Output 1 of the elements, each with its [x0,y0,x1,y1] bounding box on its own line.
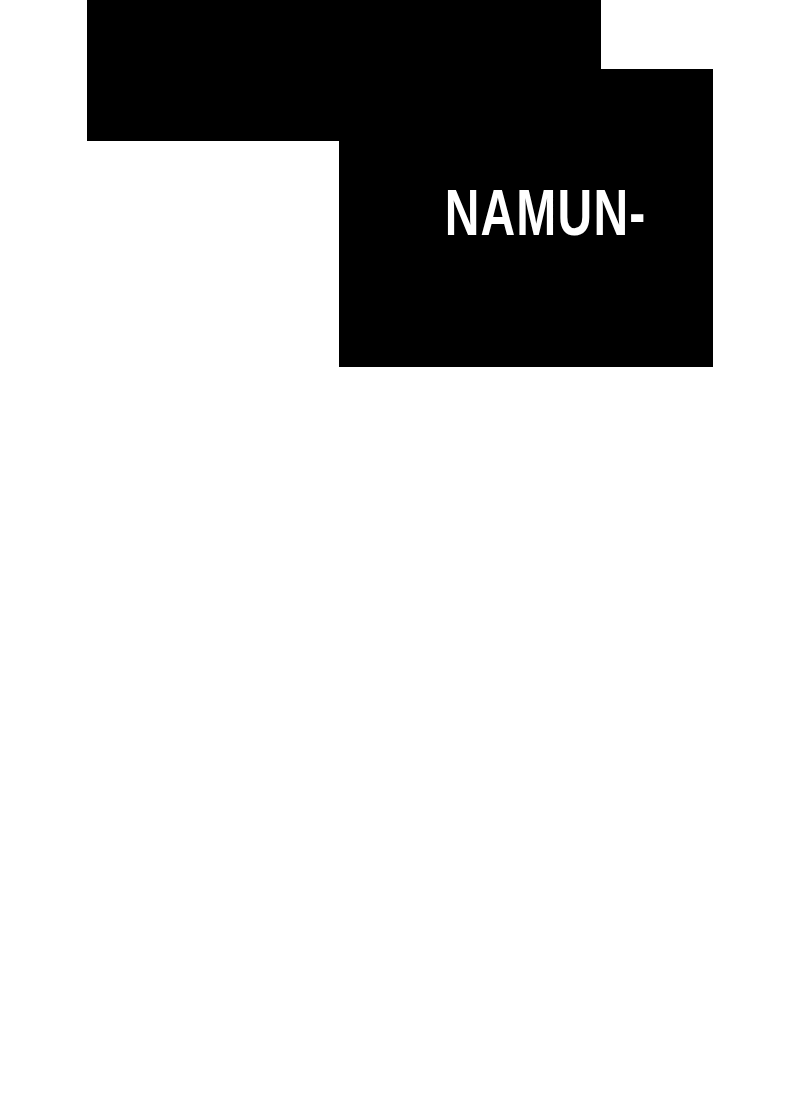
caption-text: NAMUN- [445,181,647,245]
